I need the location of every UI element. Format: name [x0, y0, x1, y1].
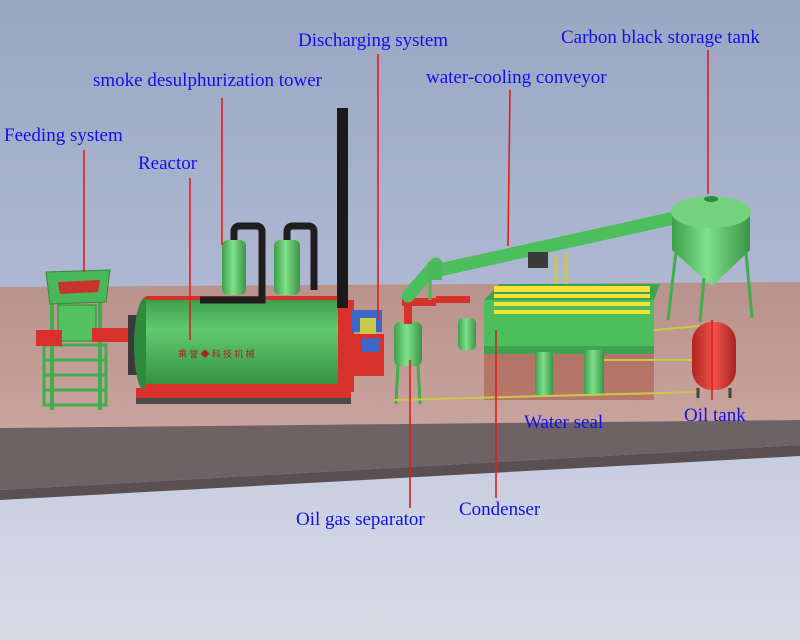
discharging-system: [352, 310, 384, 376]
svg-text:乘 誉 ◆ 科 技 机 械: 乘 誉 ◆ 科 技 机 械: [178, 348, 255, 359]
leader-lines: [83, 50, 713, 508]
oil-gas-separator: [394, 296, 470, 405]
label-discharging-system: Discharging system: [298, 30, 449, 51]
smoke-desulphurization-towers: [200, 222, 318, 304]
label-water-seal: Water seal: [524, 412, 604, 433]
leader-water-cooling-conveyor: [507, 89, 511, 247]
reactor: 乘 誉 ◆ 科 技 机 械: [128, 296, 354, 404]
label-water-cooling-conveyor: water-cooling conveyor: [426, 67, 607, 88]
label-feeding-system: Feeding system: [4, 125, 123, 146]
label-reactor: Reactor: [138, 153, 198, 174]
label-carbon-black-tank: Carbon black storage tank: [561, 27, 760, 48]
platform-front: [0, 420, 800, 490]
water-cooling-conveyor: [401, 208, 695, 303]
feeding-system: [36, 269, 132, 410]
condenser: [484, 284, 660, 400]
label-oil-gas-separator: Oil gas separator: [296, 509, 425, 530]
chimney: [337, 108, 348, 308]
label-condenser: Condenser: [459, 499, 541, 520]
label-oil-tank: Oil tank: [684, 405, 746, 426]
water-seals: [393, 318, 701, 401]
oil-tank: [692, 322, 736, 398]
label-smoke-tower: smoke desulphurization tower: [93, 70, 323, 91]
carbon-black-storage-tank: [666, 196, 754, 323]
